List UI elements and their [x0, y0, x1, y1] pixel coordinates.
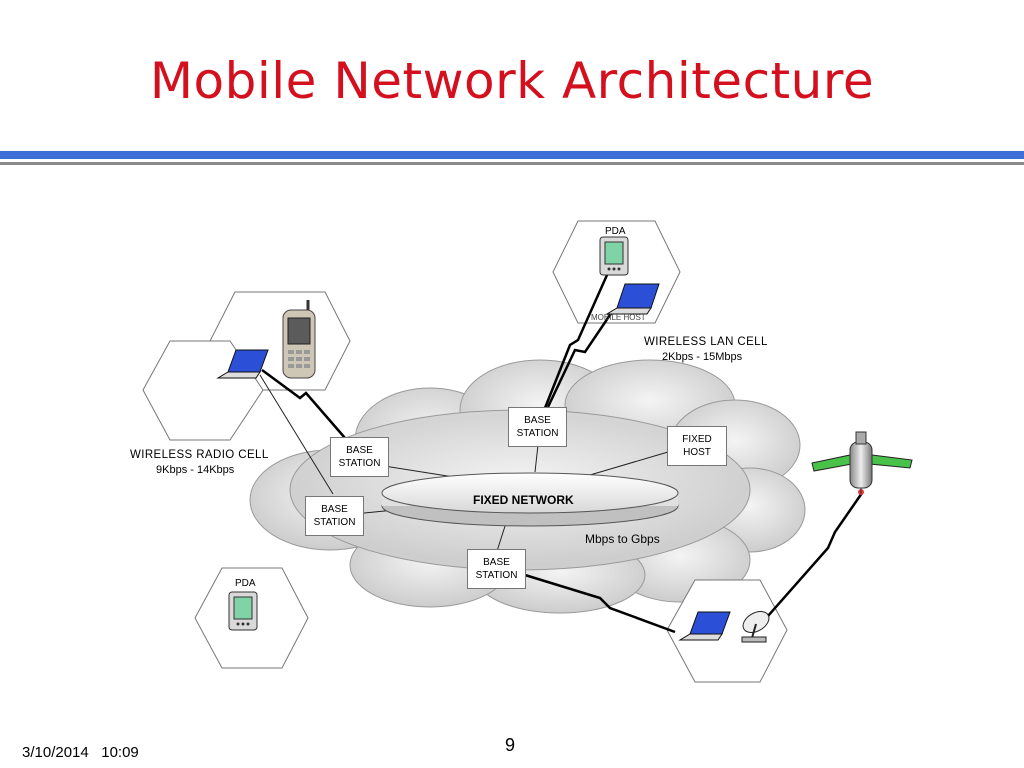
base-station-label-line1: BASE: [524, 415, 551, 426]
laptop-icon: [678, 611, 731, 641]
cell-phone-icon: [282, 300, 316, 379]
base-station-label-line1: BASE: [321, 504, 348, 515]
fixed-network-cloud: [249, 359, 806, 614]
wireless-radio-cell-name: WIRELESS RADIO CELL: [130, 449, 269, 461]
base-station-box: BASE STATION: [508, 407, 567, 447]
base-station-box: BASE STATION: [305, 496, 364, 536]
wireless-radio-cell-speed: 9Kbps - 14Kbps: [156, 464, 235, 476]
fixed-network-label: FIXED NETWORK: [473, 493, 574, 507]
laptop-icon: [605, 283, 660, 315]
base-station-label-line2: STATION: [313, 517, 356, 528]
fixed-host-label-line2: HOST: [683, 447, 711, 458]
wireless-link-radio: [261, 368, 346, 439]
fixed-network-speed: Mbps to Gbps: [585, 532, 660, 546]
link-bs3-network: [534, 444, 539, 473]
base-station-box: BASE STATION: [467, 549, 526, 589]
pda-label: PDA: [235, 578, 256, 589]
wireless-link-satellite: [759, 492, 864, 626]
base-station-label-line1: BASE: [346, 445, 373, 456]
pda-label: PDA: [605, 226, 626, 237]
wireless-link-bs4-laptop: [524, 573, 676, 634]
base-station-label-line2: STATION: [338, 458, 381, 469]
fixed-network-disk: [381, 472, 679, 527]
pda-icon: [599, 236, 629, 276]
satellite-icon: [811, 431, 913, 495]
base-station-label-line2: STATION: [516, 428, 559, 439]
title-divider-blue: [0, 151, 1024, 159]
laptop-icon: [216, 349, 269, 379]
base-station-box: BASE STATION: [330, 437, 389, 477]
base-station-label-line1: BASE: [483, 557, 510, 568]
title-divider-gray: [0, 162, 1024, 165]
footer-date: 3/10/2014 10:09: [22, 744, 139, 761]
base-station-label-line2: STATION: [475, 570, 518, 581]
page-number: 9: [505, 735, 516, 755]
wireless-link-lan-pda: [543, 274, 609, 409]
wireless-lan-cell-speed: 2Kbps - 15Mbps: [662, 351, 743, 363]
link-laptop-bs2: [259, 374, 334, 495]
fixed-host-label-line1: FIXED: [682, 434, 712, 445]
wireless-link-lan-laptop: [546, 311, 614, 408]
fixed-host-box: FIXED HOST: [667, 426, 727, 466]
slide-title: Mobile Network Architecture: [149, 52, 875, 110]
mobile-host-label: MOBILE HOST: [591, 313, 646, 322]
pda-icon: [228, 591, 258, 631]
wireless-lan-cell-name: WIRELESS LAN CELL: [644, 336, 768, 348]
satellite-dish-icon: [741, 611, 770, 643]
link-fixedhost-network: [589, 451, 669, 476]
